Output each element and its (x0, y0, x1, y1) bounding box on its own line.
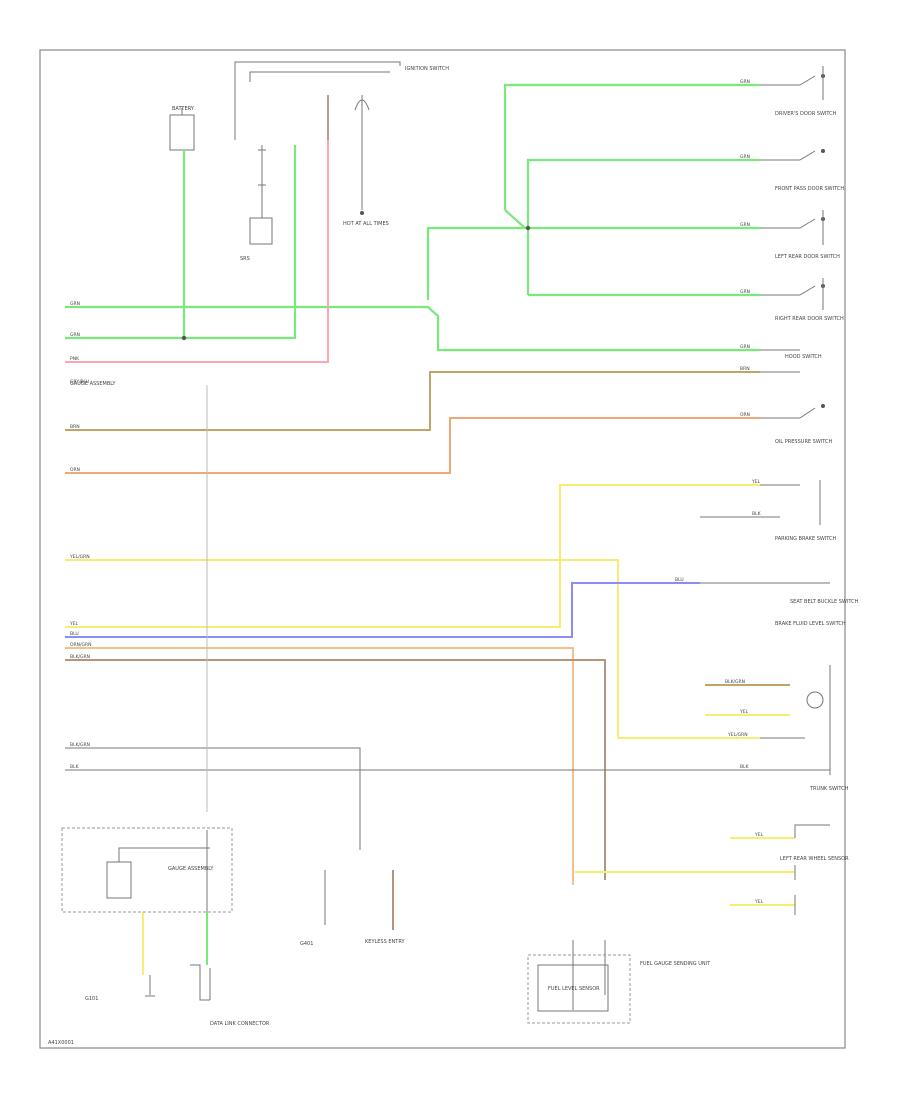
footer-code: A41X0001 (48, 1040, 74, 1046)
relay-switch-component (249, 145, 273, 245)
component-label: GAUGE ASSEMBLY (70, 381, 116, 387)
wire-label: ORN/GRN (70, 642, 92, 648)
component-label: IGNITION SWITCH (405, 66, 449, 72)
wire-label: BLU (675, 577, 684, 583)
component-label: BATTERY (172, 106, 195, 112)
component-label: DRIVER'S DOOR SWITCH (775, 111, 837, 117)
wire-label: YEL (751, 479, 761, 485)
wire-label: ORN (740, 412, 750, 418)
switch-2 (760, 149, 825, 161)
wire-label: YEL/GRN (727, 732, 748, 738)
component-label: FUEL GAUGE SENDING UNIT (640, 961, 711, 967)
wire-label: BLK (740, 764, 750, 770)
ground-component (354, 95, 370, 215)
switch-trunk (794, 824, 830, 915)
ground-g101 (145, 975, 155, 997)
wire-label: GRN (740, 79, 750, 85)
wire-label: BRN (740, 366, 750, 372)
component-label: RIGHT REAR DOOR SWITCH (775, 316, 844, 322)
component-label: KEYLESS ENTRY (365, 939, 405, 945)
wire-label: BLK/GRN (70, 654, 90, 660)
wire-label: BLU (70, 631, 79, 637)
component-label: FRONT PASS DOOR SWITCH (775, 186, 844, 192)
wire-label: GRY/BLU (70, 379, 89, 385)
switch-hood (760, 349, 800, 373)
wire-label: GRN (740, 289, 750, 295)
wire-label: YEL/GRN (69, 554, 90, 560)
component-label: DATA LINK CONNECTOR (210, 1021, 270, 1027)
wire-label: BRN (70, 424, 80, 430)
switch-oil (760, 404, 825, 419)
wire-label: YEL (754, 832, 764, 838)
right-switches (700, 66, 831, 915)
switch-brake (700, 480, 821, 525)
wire-label: BLK/GRN (725, 679, 745, 685)
wire-label: PNK (70, 356, 80, 362)
component-label: TRUNK SWITCH (809, 786, 849, 792)
wire-label: GRN (740, 154, 750, 160)
component-label: HOOD SWITCH (785, 354, 822, 360)
component-label: BRAKE FLUID LEVEL SWITCH (775, 621, 846, 627)
component-label: G401 (300, 941, 313, 947)
wire-label: YEL (69, 621, 79, 627)
component-label: OIL PRESSURE SWITCH (775, 439, 833, 445)
switch-4 (760, 278, 825, 310)
labels: GRN GRN PNK GRY/BLU BRN ORN YEL/GRN YEL … (48, 66, 859, 1046)
diagram-frame (39, 49, 846, 1049)
component-label: PARKING BRAKE SWITCH (775, 536, 837, 542)
component-label: LEFT REAR DOOR SWITCH (775, 254, 840, 260)
fuel-level-sensor (527, 940, 631, 1024)
wire-label: BLK (752, 511, 762, 517)
component-label: LEFT REAR WHEEL SENSOR (780, 856, 849, 862)
wire-label: GRN (740, 344, 750, 350)
wire-label: BLK/GRN (70, 742, 90, 748)
gauge-assembly (61, 827, 233, 913)
switch-3 (760, 210, 825, 245)
component-label: G101 (85, 996, 98, 1002)
component-label: SRS (240, 256, 250, 262)
component-label: SEAT BELT BUCKLE SWITCH (790, 599, 859, 605)
wires (65, 83, 830, 975)
wire-label: YEL (739, 709, 749, 715)
wire-label: GRN (70, 301, 80, 307)
wire-label: YEL (754, 899, 764, 905)
connector-bottom-left (190, 964, 211, 1001)
switch-1 (760, 66, 825, 100)
component-label: FUEL LEVEL SENSOR (548, 986, 600, 992)
wire-label: ORN (70, 467, 80, 473)
wire-label: GRN (740, 222, 750, 228)
wire-label: BLK (70, 764, 80, 770)
fuse-component (169, 108, 195, 151)
wire-label: GRN (70, 332, 80, 338)
component-label: GAUGE ASSEMBLY (168, 866, 214, 872)
switch-fluid (760, 665, 831, 775)
component-label: HOT AT ALL TIMES (343, 221, 389, 227)
ignition-switch-bracket (234, 61, 401, 140)
